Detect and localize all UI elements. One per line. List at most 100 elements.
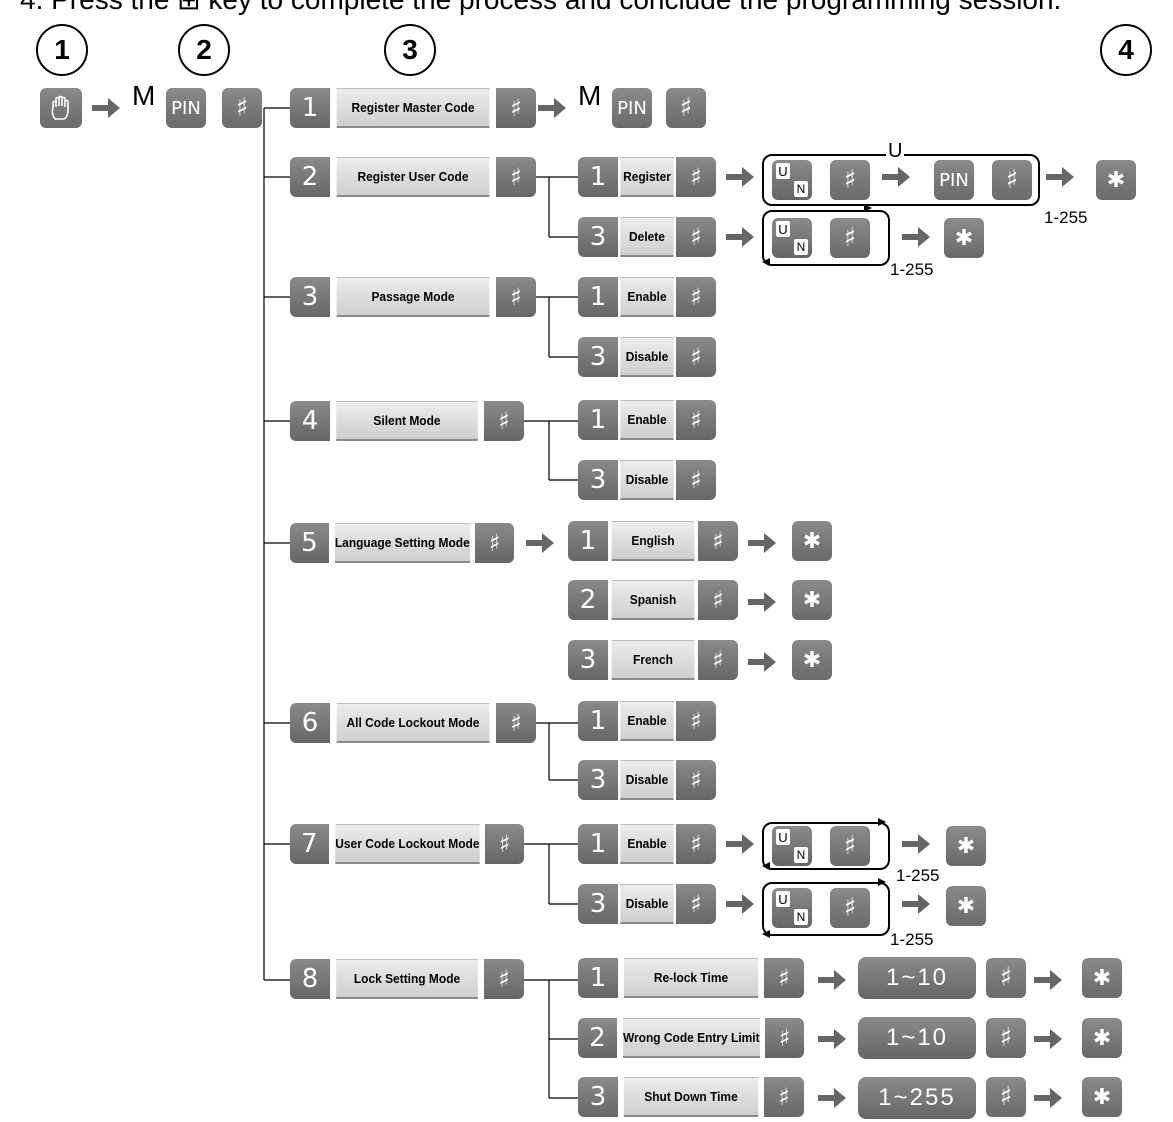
menu-number: 3	[578, 760, 618, 800]
user-number-key: U N	[772, 160, 812, 200]
menu-label: Enable	[620, 277, 674, 317]
menu-number: 4	[290, 401, 330, 441]
u-glyph: U	[776, 829, 790, 845]
menu-number: 1	[578, 958, 618, 998]
hash-key: ♯	[496, 157, 536, 197]
master-label: M	[578, 80, 602, 111]
menu-label: Enable	[620, 824, 674, 864]
hash-key: ♯	[830, 826, 870, 866]
submenu-disable: 3 Disable ♯	[578, 884, 716, 924]
menu-user-code-lockout-mode: 7 User Code Lockout Mode ♯	[290, 824, 524, 864]
menu-label: Language Setting Mode	[334, 523, 470, 563]
menu-label: Lock Setting Mode	[336, 959, 478, 999]
menu-number: 1	[578, 157, 618, 197]
menu-label: Enable	[620, 400, 674, 440]
menu-number: 1	[578, 824, 618, 864]
hash-key: ♯	[496, 703, 536, 743]
hash-key: ♯	[765, 1018, 804, 1058]
menu-label: Spanish	[611, 580, 695, 620]
user-loop-label: U	[886, 140, 905, 163]
star-key: ✱	[944, 218, 984, 258]
enable-user-loop-frame	[762, 822, 890, 870]
menu-label: User Code Lockout Mode	[334, 824, 480, 864]
menu-number: 3	[578, 1077, 618, 1117]
shutdown-range-box: 1~255	[858, 1077, 976, 1119]
menu-number: 3	[290, 277, 330, 317]
hash-key: ♯	[830, 218, 870, 258]
menu-label: Silent Mode	[336, 401, 478, 441]
star-key: ✱	[1082, 958, 1122, 998]
menu-label: All Code Lockout Mode	[336, 703, 490, 743]
step-1-circle: 1	[36, 24, 88, 76]
hash-key: ♯	[764, 1077, 804, 1117]
range-label: 1-255	[890, 260, 934, 279]
menu-label: Delete	[620, 217, 674, 257]
delete-user-loop-frame	[762, 210, 890, 266]
menu-number: 3	[578, 217, 618, 257]
hash-key: ♯	[222, 88, 262, 128]
pin-key: PIN	[934, 160, 974, 200]
hash-key: ♯	[666, 88, 706, 128]
menu-label: Disable	[620, 460, 674, 500]
menu-number: 5	[290, 523, 329, 563]
submenu-enable: 1 Enable ♯	[578, 824, 716, 864]
hash-key: ♯	[496, 277, 536, 317]
menu-label: Wrong Code Entry Limit	[622, 1018, 760, 1058]
submenu-french: 3 French ♯	[568, 640, 738, 680]
star-key: ✱	[1082, 1077, 1122, 1117]
menu-all-code-lockout-mode: 6 All Code Lockout Mode ♯	[290, 703, 536, 743]
menu-label: Disable	[620, 760, 674, 800]
menu-number: 1	[290, 88, 330, 128]
hash-key: ♯	[484, 401, 524, 441]
hand-icon	[51, 95, 69, 120]
hash-key: ♯	[698, 580, 738, 620]
hash-key: ♯	[986, 958, 1026, 998]
user-number-key: U N	[772, 826, 812, 866]
hash-key: ♯	[676, 157, 716, 197]
menu-language-setting-mode: 5 Language Setting Mode ♯	[290, 523, 514, 563]
hash-key: ♯	[485, 824, 524, 864]
hash-key: ♯	[986, 1077, 1026, 1117]
submenu-delete: 3 Delete ♯	[578, 217, 716, 257]
menu-number: 3	[578, 884, 618, 924]
menu-number: 1	[578, 400, 618, 440]
menu-number: 2	[290, 157, 330, 197]
pin-key: PIN	[166, 88, 206, 128]
menu-passage-mode: 3 Passage Mode ♯	[290, 277, 536, 317]
step-2-circle: 2	[178, 24, 230, 76]
menu-label: French	[611, 640, 695, 680]
wrong-code-range-box: 1~10	[858, 1017, 976, 1059]
menu-silent-mode: 4 Silent Mode ♯	[290, 401, 524, 441]
submenu-disable: 3 Disable ♯	[578, 460, 716, 500]
menu-number: 1	[568, 521, 608, 561]
star-key: ✱	[1082, 1018, 1122, 1058]
submenu-relock-time: 1 Re-lock Time ♯	[578, 958, 804, 998]
step-3-circle: 3	[384, 24, 436, 76]
hash-key: ♯	[484, 959, 524, 999]
menu-register-user-code: 2 Register User Code ♯	[290, 157, 536, 197]
u-glyph: U	[776, 891, 790, 907]
submenu-disable: 3 Disable ♯	[578, 760, 716, 800]
hash-key: ♯	[986, 1018, 1026, 1058]
hand-key	[40, 88, 82, 128]
n-glyph: N	[794, 909, 808, 925]
menu-label: Register Master Code	[336, 88, 490, 128]
disable-user-loop-frame	[762, 882, 890, 936]
user-number-key: U N	[772, 888, 812, 928]
u-glyph: U	[776, 221, 790, 237]
hash-key: ♯	[676, 884, 716, 924]
n-glyph: N	[794, 239, 808, 255]
submenu-english: 1 English ♯	[568, 521, 738, 561]
hash-key: ♯	[698, 521, 738, 561]
range-label: 1-255	[890, 930, 934, 949]
menu-number: 3	[578, 337, 618, 377]
hash-key: ♯	[676, 701, 716, 741]
menu-label: Enable	[620, 701, 674, 741]
user-number-key: U N	[772, 218, 812, 258]
menu-number: 2	[568, 580, 608, 620]
menu-lock-setting-mode: 8 Lock Setting Mode ♯	[290, 959, 524, 999]
n-glyph: N	[794, 847, 808, 863]
hash-key: ♯	[830, 160, 870, 200]
hash-key: ♯	[475, 523, 514, 563]
pin-key: PIN	[612, 88, 652, 128]
